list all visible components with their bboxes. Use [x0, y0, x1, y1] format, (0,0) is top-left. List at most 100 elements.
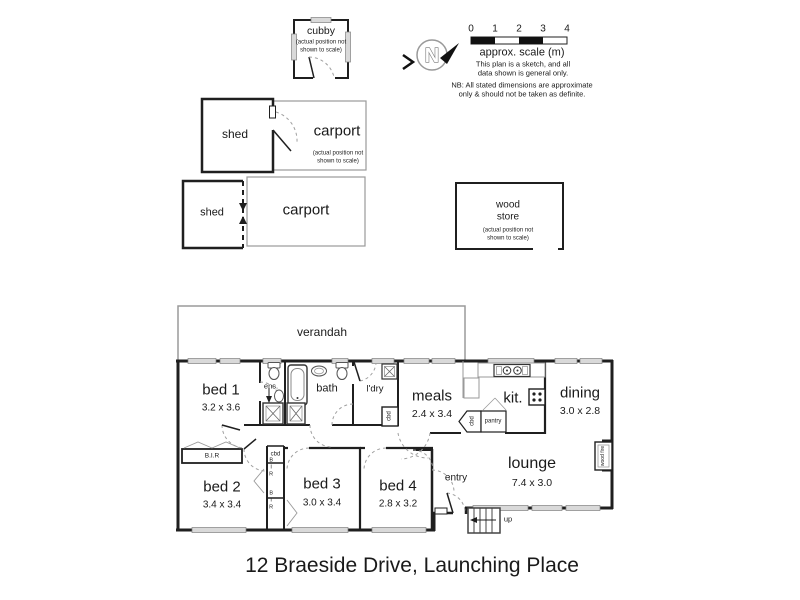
fixtures — [262, 361, 613, 515]
carport-lower-label: carport — [282, 201, 330, 219]
carport-lower-outline — [246, 176, 366, 247]
room-dims-dining: 3.0 x 2.8 — [559, 404, 601, 417]
room-dims-bed3: 3.0 x 3.4 — [302, 497, 342, 509]
door-arc — [308, 56, 335, 78]
cubby-note-line1: (actual position not — [295, 39, 347, 46]
door-leaves — [221, 361, 454, 514]
laundry-trough-icon — [381, 363, 398, 380]
shed-lower-outline — [181, 179, 247, 250]
room-label-bed2: bed 2 — [203, 478, 241, 496]
wood-store-note-line2: shown to scale) — [487, 235, 529, 241]
room-label-kitchen: kit. — [503, 389, 523, 407]
arrow-down-icon — [239, 203, 247, 211]
bir-vertical1-label: BIR — [268, 457, 275, 479]
room-dims-lounge: 7.4 x 3.0 — [511, 476, 553, 489]
shed-upper-outline — [200, 97, 298, 174]
room-label-verandah: verandah — [296, 325, 348, 340]
wood-store-label-line2: store — [496, 211, 520, 223]
window — [345, 31, 351, 63]
page-title: 12 Braeside Drive, Launching Place — [245, 553, 579, 577]
basin-icon — [311, 365, 327, 377]
door-leaf — [308, 56, 315, 79]
scale-tick-2: 2 — [516, 23, 522, 35]
chevron-icon — [402, 53, 416, 71]
wood-fire-outline — [594, 441, 613, 471]
scale-tick-0: 0 — [468, 23, 474, 35]
kitchen-bench — [477, 362, 546, 378]
stairs-up-label: up — [503, 514, 513, 524]
door-jamb — [269, 105, 276, 119]
verandah-outline — [177, 305, 466, 362]
cubby-outline — [291, 17, 351, 80]
arrow-down-icon — [266, 396, 272, 403]
bathtub-icon — [287, 364, 308, 406]
room-dims-meals: 2.4 x 3.4 — [411, 407, 453, 420]
cbd-hall-label: cbd — [270, 451, 281, 458]
bir-robe-outline — [181, 448, 243, 464]
room-label-bed3: bed 3 — [303, 475, 341, 493]
basin-icon — [274, 389, 284, 403]
room-label-lounge: lounge — [507, 454, 557, 472]
shower-icon — [262, 402, 284, 425]
cubby-label: cubby — [306, 24, 336, 37]
toilet-icon — [335, 362, 349, 380]
window — [310, 17, 332, 23]
arrow-left-icon — [470, 517, 477, 523]
north-pointer-icon — [440, 43, 459, 64]
sliding-door-zigzag — [211, 441, 241, 449]
room-label-meals: meals — [411, 387, 453, 405]
carport-upper-outline — [272, 100, 367, 171]
room-label-entry: entry — [444, 472, 468, 484]
cubby-note-line2: shown to scale) — [300, 47, 342, 53]
room-label-ldry: l'dry — [366, 383, 384, 395]
shed-lower-label: shed — [200, 206, 224, 219]
bir-label: B.I.R — [204, 452, 220, 460]
nb-note-line2: only & should not be taken as definite. — [458, 89, 586, 99]
sketch-note-line2: data shown is general only. — [477, 68, 569, 78]
room-label-bath: bath — [316, 382, 338, 395]
door-leaf — [272, 129, 292, 152]
carport-upper-note-line2: shown to scale) — [317, 158, 359, 164]
window — [291, 33, 297, 61]
shower-icon — [286, 402, 306, 425]
room-label-bed1: bed 1 — [202, 381, 240, 399]
room-label-dining: dining — [559, 384, 601, 402]
sliding-door-zigzag — [183, 441, 213, 449]
room-dims-bed2: 3.4 x 3.4 — [202, 499, 242, 511]
carport-upper-label: carport — [313, 122, 361, 140]
hotplate-icon — [528, 388, 546, 406]
scale-tick-4: 4 — [564, 23, 570, 35]
door-swing-chevron — [286, 499, 298, 527]
bir-vertical2-label: BIR — [268, 490, 275, 512]
cbd-ldry-label: cbd — [386, 411, 393, 421]
nb-note-line1: NB: All stated dimensions are approximat… — [451, 80, 593, 90]
wood-store-label-line1: wood — [496, 199, 520, 211]
wood-store-note-line1: (actual position not — [482, 227, 534, 234]
scale-label: approx. scale (m) — [479, 46, 565, 59]
stairs — [467, 507, 501, 534]
north-letter: N — [425, 45, 439, 67]
room-label-bed4: bed 4 — [379, 477, 417, 495]
room-dims-bed4: 2.8 x 3.2 — [378, 498, 418, 510]
wood-store-outline — [455, 182, 564, 251]
wood-fire-label: wood fire — [599, 445, 606, 467]
room-dims-bed1: 3.2 x 3.6 — [201, 402, 241, 414]
door-arcs — [221, 362, 466, 512]
scale-tick-1: 1 — [492, 23, 498, 35]
pantry-outline — [458, 397, 507, 433]
pantry-label: pantry — [484, 418, 502, 425]
door-arc — [275, 111, 298, 143]
door-swing-chevron — [253, 468, 265, 494]
cupboard-outline — [381, 406, 399, 427]
shed-upper-label: shed — [221, 127, 249, 142]
arrow-up-icon — [239, 216, 247, 224]
fridge-outline — [463, 377, 480, 399]
scale-tick-3: 3 — [540, 23, 546, 35]
entry-step — [434, 507, 448, 515]
room-label-ens: ens. — [263, 381, 279, 391]
scale-bar — [470, 36, 568, 45]
cbd-kitchen-label: cbd — [469, 416, 476, 426]
stove-icon — [493, 363, 531, 378]
